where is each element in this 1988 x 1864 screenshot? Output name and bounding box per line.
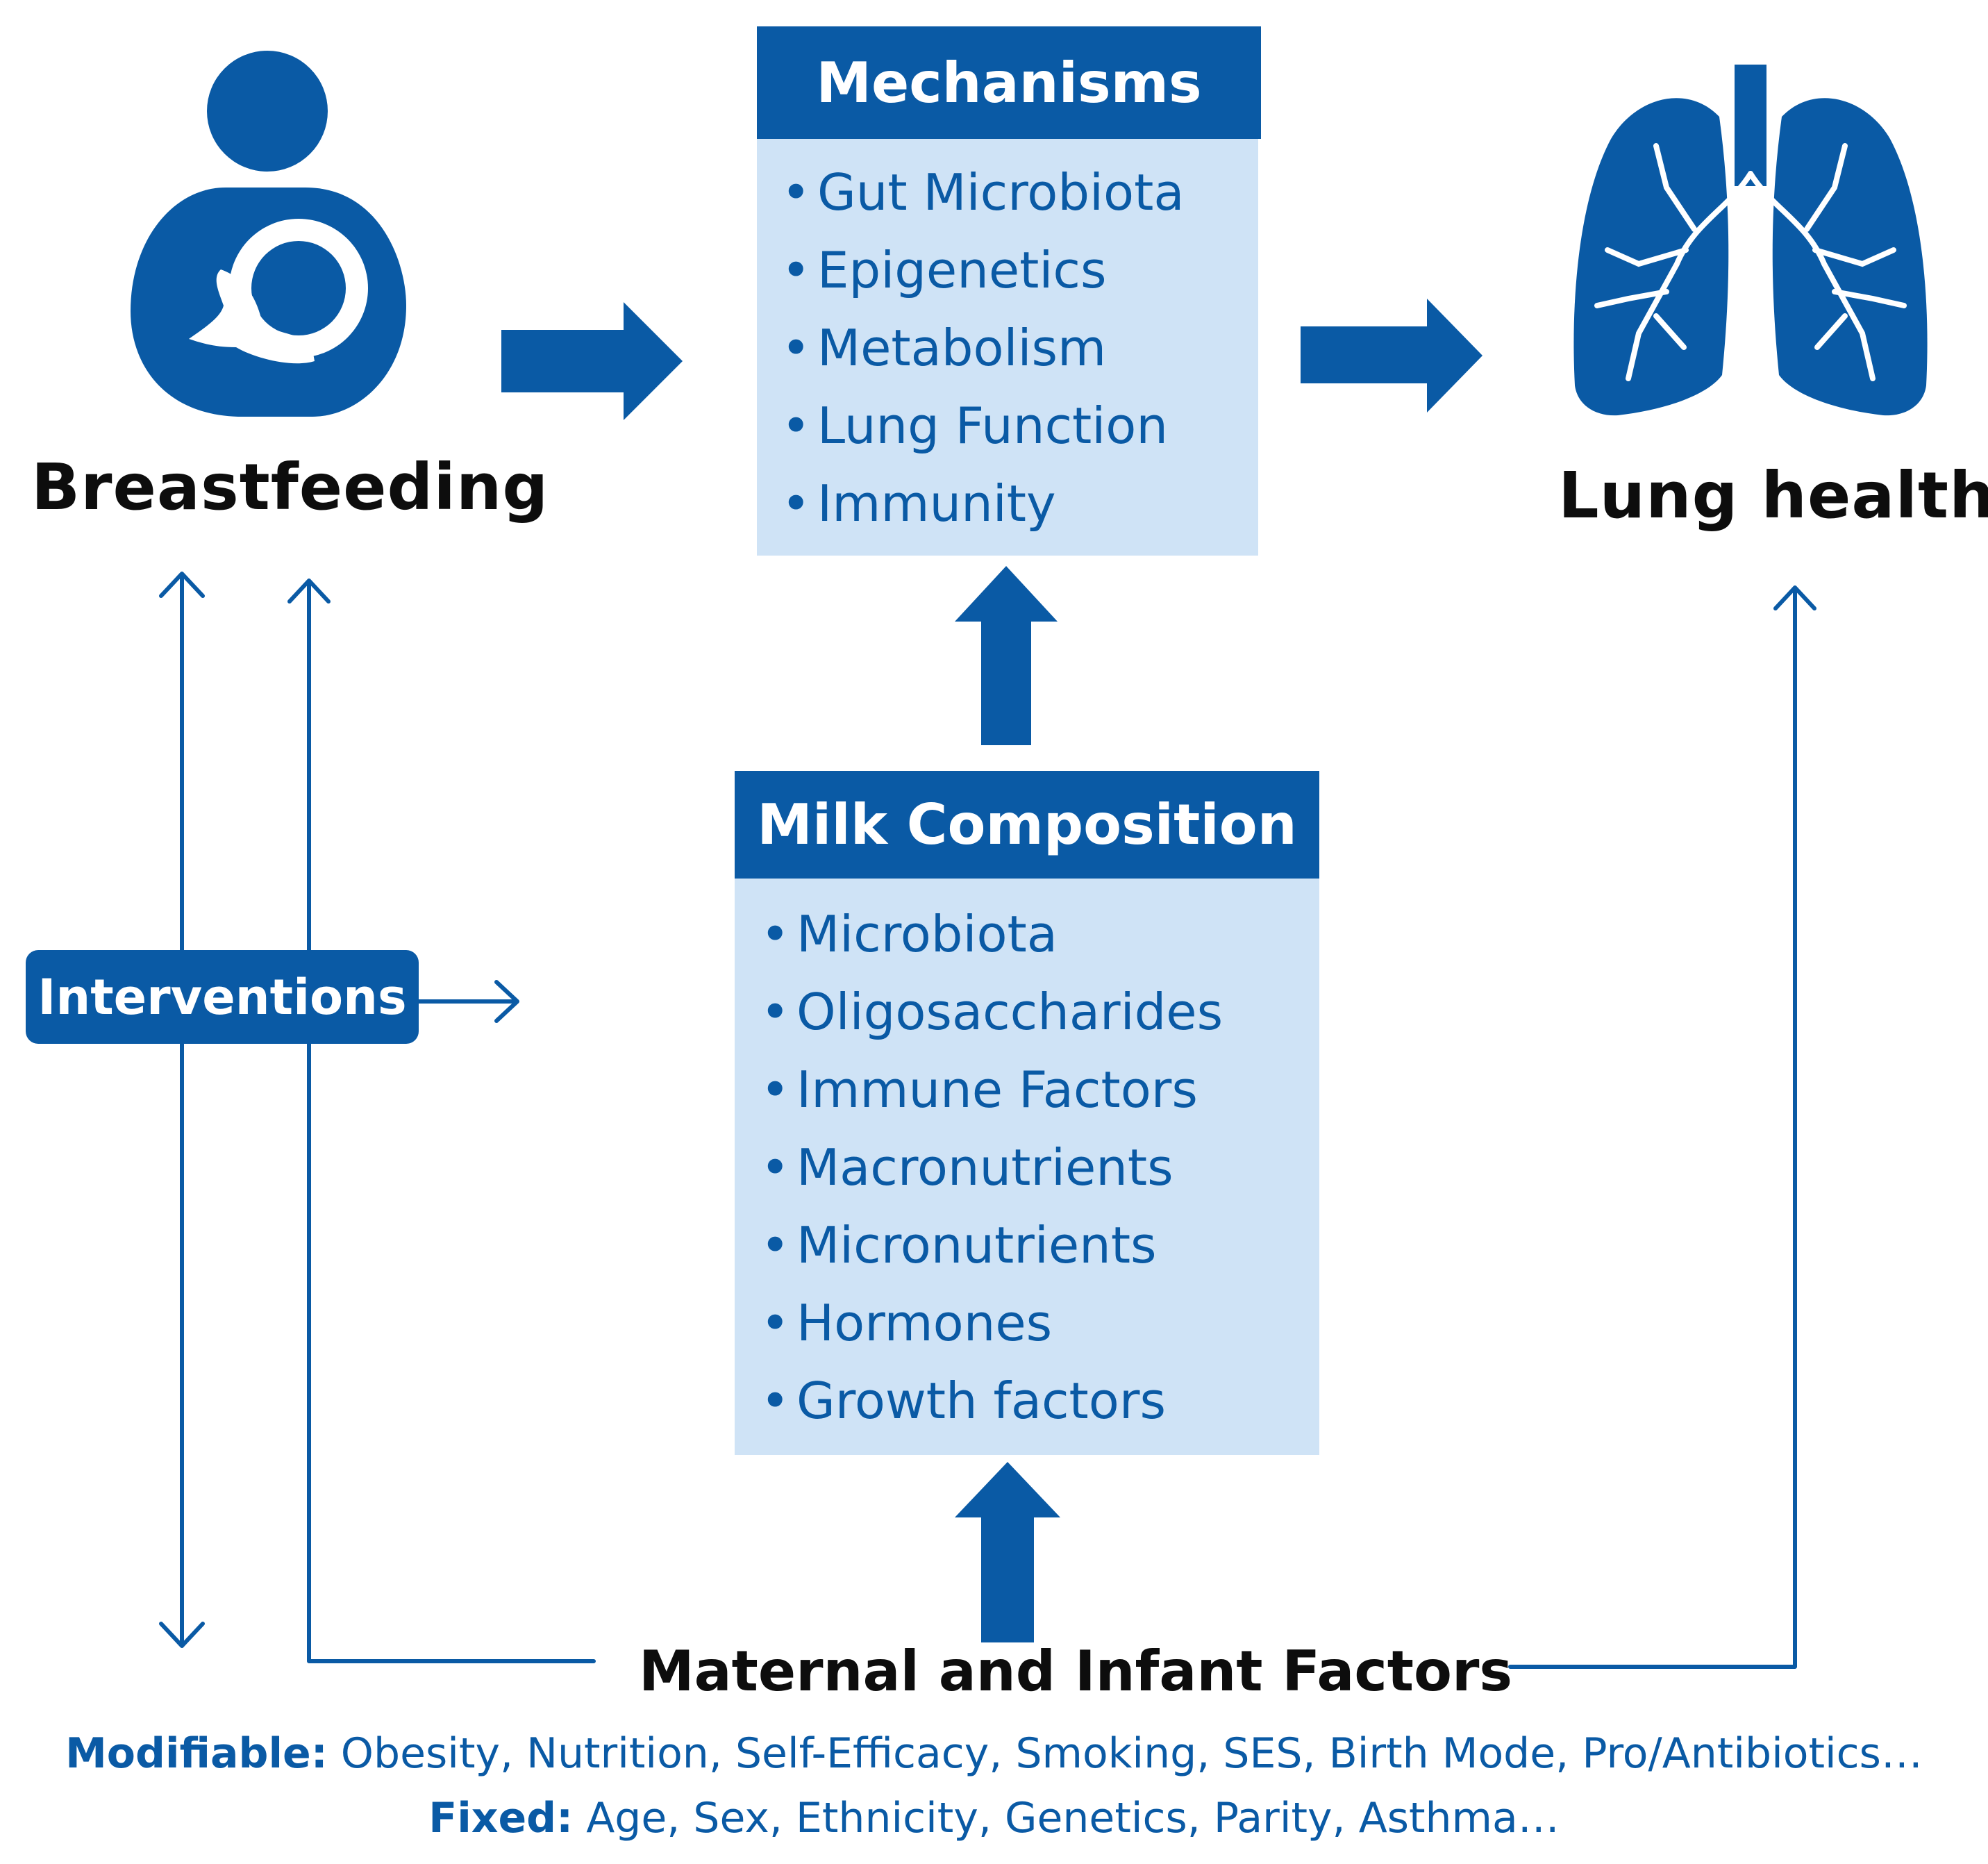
fixed-label: Fixed: bbox=[428, 1794, 574, 1842]
item-label: Gut Microbiota bbox=[817, 163, 1185, 222]
connector-factors-to-lung-health bbox=[1508, 587, 1797, 1669]
milk-composition-title: Milk Composition bbox=[735, 771, 1319, 879]
bullet-icon: • bbox=[760, 1138, 790, 1197]
item-label: Oligosaccharides bbox=[796, 983, 1223, 1041]
interventions-box: Interventions bbox=[26, 950, 419, 1044]
milk-component-item: •Micronutrients bbox=[760, 1216, 1157, 1274]
bullet-icon: • bbox=[781, 163, 811, 222]
mechanism-item: •Immunity bbox=[781, 474, 1056, 533]
bullet-icon: • bbox=[760, 983, 790, 1041]
arrow-factors-to-milk bbox=[955, 1462, 1060, 1642]
milk-component-item: •Oligosaccharides bbox=[760, 983, 1223, 1041]
item-label: Hormones bbox=[796, 1294, 1053, 1352]
breastfeeding-icon bbox=[131, 51, 406, 417]
milk-component-item: •Growth factors bbox=[760, 1372, 1166, 1430]
milk-component-item: •Immune Factors bbox=[760, 1060, 1198, 1119]
bullet-icon: • bbox=[781, 397, 811, 455]
mechanism-item: •Metabolism bbox=[781, 319, 1106, 377]
bullet-icon: • bbox=[760, 1372, 790, 1430]
item-label: Microbiota bbox=[796, 905, 1058, 963]
milk-component-item: •Microbiota bbox=[760, 905, 1058, 963]
modifiable-text: Obesity, Nutrition, Self-Efficacy, Smoki… bbox=[340, 1729, 1923, 1778]
item-label: Micronutrients bbox=[796, 1216, 1157, 1274]
item-label: Immunity bbox=[817, 474, 1056, 533]
arrow-breastfeeding-to-mechanisms bbox=[501, 302, 683, 420]
interventions-arrow-head bbox=[494, 980, 519, 1023]
item-label: Immune Factors bbox=[796, 1060, 1198, 1119]
factors-title: Maternal and Infant Factors bbox=[639, 1639, 1513, 1704]
milk-composition-box bbox=[735, 771, 1319, 1455]
breastfeeding-label: Breastfeeding bbox=[31, 450, 549, 524]
mechanism-item: •Lung Function bbox=[781, 397, 1168, 455]
modifiable-label: Modifiable: bbox=[65, 1729, 328, 1778]
bullet-icon: • bbox=[781, 474, 811, 533]
lungs-icon bbox=[1573, 65, 1928, 416]
fixed-text: Age, Sex, Ethnicity, Genetics, Parity, A… bbox=[586, 1794, 1560, 1842]
bullet-icon: • bbox=[781, 241, 811, 299]
double-arrow-head-top bbox=[159, 572, 205, 598]
milk-component-item: •Macronutrients bbox=[760, 1138, 1173, 1197]
double-arrow-head-bottom bbox=[159, 1622, 205, 1648]
fixed-factors: Fixed: Age, Sex, Ethnicity, Genetics, Pa… bbox=[0, 1794, 1988, 1842]
item-label: Lung Function bbox=[817, 397, 1168, 455]
mechanism-item: •Gut Microbiota bbox=[781, 163, 1184, 222]
connector-head-lung-health bbox=[1773, 585, 1816, 610]
bullet-icon: • bbox=[760, 1060, 790, 1119]
arrow-milk-to-mechanisms bbox=[955, 566, 1058, 745]
item-label: Metabolism bbox=[817, 319, 1107, 377]
lung-health-label: Lung health bbox=[1558, 458, 1988, 533]
item-label: Macronutrients bbox=[796, 1138, 1173, 1197]
bullet-icon: • bbox=[760, 1294, 790, 1352]
mechanism-item: •Epigenetics bbox=[781, 241, 1106, 299]
item-label: Growth factors bbox=[796, 1372, 1166, 1430]
connector-factors-to-breastfeeding bbox=[307, 580, 596, 1663]
bullet-icon: • bbox=[760, 1216, 790, 1274]
item-label: Epigenetics bbox=[817, 241, 1107, 299]
mechanisms-title: Mechanisms bbox=[757, 26, 1261, 139]
modifiable-factors: Modifiable: Obesity, Nutrition, Self-Eff… bbox=[0, 1729, 1988, 1778]
bullet-icon: • bbox=[760, 905, 790, 963]
connector-head-breastfeeding bbox=[287, 579, 331, 604]
bullet-icon: • bbox=[781, 319, 811, 377]
arrow-mechanisms-to-lung-health bbox=[1301, 299, 1482, 413]
milk-component-item: •Hormones bbox=[760, 1294, 1052, 1352]
